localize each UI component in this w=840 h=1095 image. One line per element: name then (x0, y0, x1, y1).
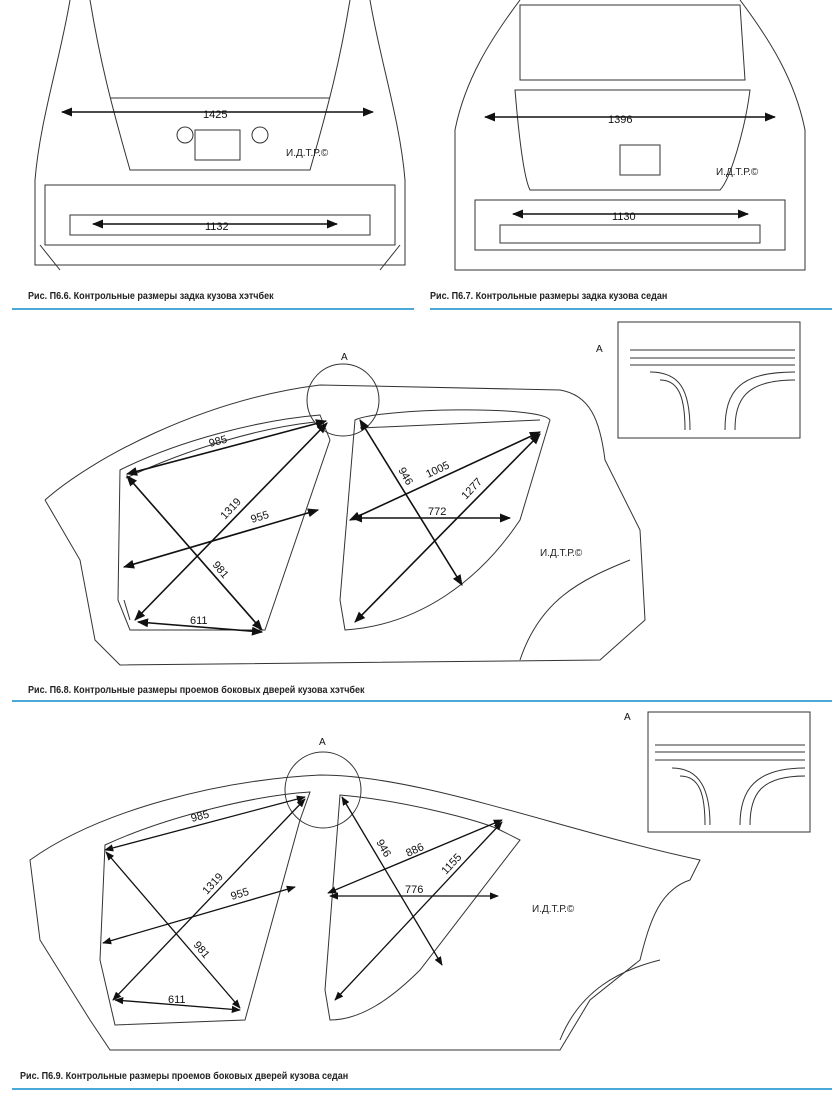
dimension-arrows (102, 795, 503, 1013)
dim-1130: 1130 (612, 211, 636, 223)
rear-view-hatchback (34, 0, 406, 271)
inset-label-a: A (624, 712, 631, 723)
caption-rule (12, 700, 832, 702)
figure-caption: Рис. П6.8. Контрольные размеры проемов б… (28, 684, 365, 696)
figure-caption: Рис. П6.9. Контрольные размеры проемов б… (20, 1070, 349, 1082)
watermark: И.Д.Т.Р.© (716, 167, 759, 178)
dim-981: 981 (210, 559, 231, 581)
dim-1319: 1319 (200, 871, 225, 897)
dim-946: 946 (373, 838, 393, 860)
dim-955: 955 (249, 509, 270, 526)
caption-rule (12, 308, 414, 310)
dim-985: 985 (190, 809, 211, 825)
dim-955: 955 (229, 886, 250, 903)
detail-label-a: A (319, 737, 326, 748)
dimension-arrows (122, 419, 542, 636)
caption-rule (430, 308, 832, 310)
dim-772: 772 (428, 506, 446, 518)
rear-view-sedan (454, 0, 806, 271)
figure-caption: Рис. П6.6. Контрольные размеры задка куз… (28, 290, 274, 302)
dim-1277: 1277 (459, 476, 484, 502)
dim-886: 886 (404, 841, 426, 860)
dim-1132: 1132 (205, 221, 229, 233)
watermark: И.Д.Т.Р.© (286, 148, 329, 159)
dim-611: 611 (190, 615, 208, 627)
dim-776: 776 (405, 884, 423, 896)
watermark: И.Д.Т.Р.© (532, 904, 575, 915)
dim-1005: 1005 (424, 459, 451, 480)
inset-label-a: A (596, 344, 603, 355)
figure-caption: Рис. П6.7. Контрольные размеры задка куз… (430, 290, 668, 302)
side-view-hatchback (44, 321, 801, 666)
dim-1155: 1155 (439, 852, 464, 877)
watermark: И.Д.Т.Р.© (540, 548, 583, 559)
dim-946: 946 (395, 466, 415, 488)
dim-985: 985 (208, 434, 229, 450)
side-view-sedan (29, 711, 811, 1051)
dim-1396: 1396 (608, 114, 632, 126)
dim-1319: 1319 (218, 496, 243, 522)
detail-label-a: A (341, 352, 348, 363)
dim-1425: 1425 (203, 109, 227, 121)
caption-rule (12, 1088, 832, 1090)
dim-611: 611 (168, 994, 186, 1006)
dim-981: 981 (191, 939, 212, 961)
